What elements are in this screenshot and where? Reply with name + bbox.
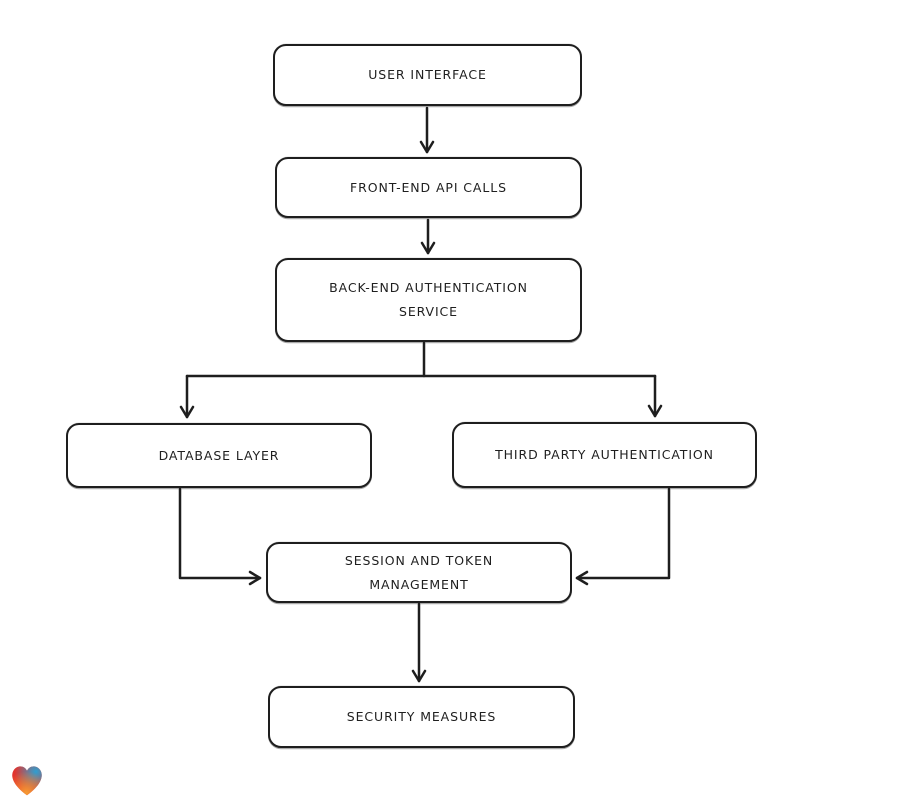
- node-label: USER INTERFACE: [368, 67, 487, 83]
- node-security-measures: SECURITY MEASURES: [268, 686, 575, 748]
- node-third-party-authentication: THIRD PARTY AUTHENTICATION: [452, 422, 757, 488]
- node-label: SECURITY MEASURES: [346, 709, 497, 725]
- node-user-interface: USER INTERFACE: [273, 44, 582, 106]
- node-label: THIRD PARTY AUTHENTICATION: [495, 447, 714, 463]
- heart-logo-icon: [12, 766, 42, 796]
- node-back-end-authentication-service: BACK-END AUTHENTICATION SERVICE: [275, 258, 582, 342]
- node-label: FRONT-END API CALLS: [350, 179, 507, 195]
- node-database-layer: DATABASE LAYER: [66, 423, 372, 488]
- node-label: DATABASE LAYER: [158, 447, 280, 463]
- node-session-and-token-management: SESSION AND TOKEN MANAGEMENT: [266, 542, 572, 603]
- edge-database-to-session: [178, 487, 262, 586]
- edge-third-party-to-session: [575, 487, 671, 586]
- node-front-end-api-calls: FRONT-END API CALLS: [275, 157, 582, 218]
- node-label: BACK-END AUTHENTICATION SERVICE: [329, 280, 528, 319]
- node-label: SESSION AND TOKEN MANAGEMENT: [344, 552, 494, 592]
